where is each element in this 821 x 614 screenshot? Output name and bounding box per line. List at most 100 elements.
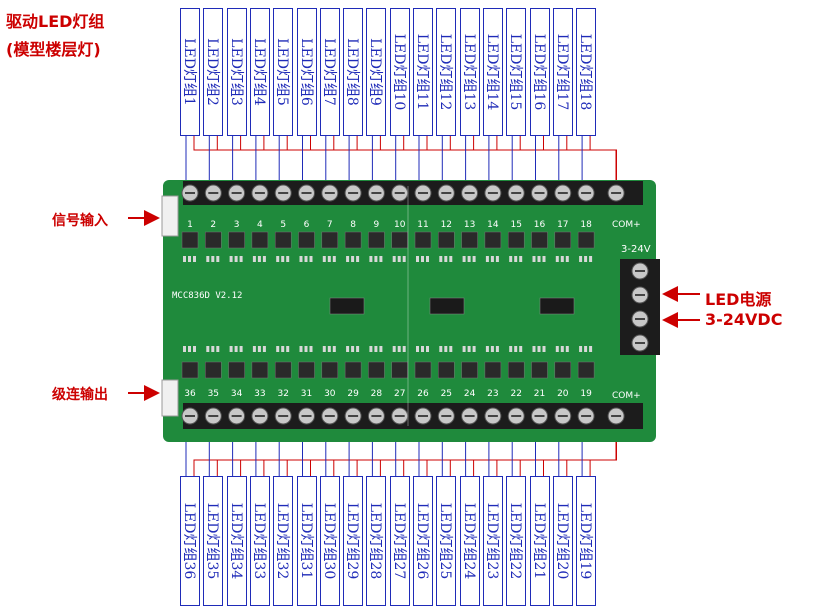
- top-terminal-screw: [484, 184, 502, 202]
- smd-part: [346, 346, 350, 352]
- smd-part: [276, 346, 280, 352]
- top-group-label-8: LED灯组8: [343, 8, 364, 136]
- top-group-label-10: LED灯组10: [389, 8, 410, 136]
- top-terminal-screw: [321, 184, 339, 202]
- bottom-group-label-text: LED灯组28: [367, 502, 384, 580]
- top-terminal-screw: [531, 184, 548, 202]
- smd-part: [485, 346, 489, 352]
- bottom-group-label-text: LED灯组36: [181, 502, 197, 580]
- bottom-group-label-text: LED灯组33: [250, 502, 267, 580]
- top-terminal-screw: [228, 184, 246, 202]
- mosfet-bottom: [251, 361, 269, 379]
- smd-part: [262, 256, 266, 262]
- board-voltage-mark: 3-24V: [621, 244, 651, 255]
- smd-part: [509, 346, 513, 352]
- top-group-label-text: LED灯组4: [250, 38, 267, 106]
- bottom-group-label-text: LED灯组25: [437, 502, 454, 580]
- bottom-group-label-14: LED灯组23: [482, 476, 503, 606]
- top-group-label-7: LED灯组7: [319, 8, 340, 136]
- bottom-channel-number: 20: [557, 389, 569, 399]
- top-terminal-screw: [577, 184, 595, 202]
- smd-part: [257, 256, 261, 262]
- top-group-label-2: LED灯组2: [203, 8, 224, 136]
- title-line-1: 驱动LED灯组: [6, 12, 105, 31]
- top-group-label-text: LED灯组1: [181, 38, 197, 106]
- mosfet-bottom: [274, 361, 292, 379]
- bottom-group-label-7: LED灯组30: [319, 476, 340, 606]
- bottom-terminal-screw: [577, 407, 595, 425]
- mosfet-top: [181, 231, 199, 249]
- bottom-group-label-text: LED灯组30: [320, 502, 337, 580]
- smd-part: [467, 346, 471, 352]
- top-group-label-4: LED灯组4: [249, 8, 270, 136]
- top-group-label-5: LED灯组5: [273, 8, 294, 136]
- smd-part: [281, 346, 285, 352]
- smd-part: [262, 346, 266, 352]
- mosfet-bottom: [438, 361, 455, 379]
- top-group-label-6: LED灯组6: [296, 8, 317, 136]
- wiring-group: [185, 136, 617, 476]
- mosfet-top: [205, 231, 222, 249]
- smd-part: [216, 256, 220, 262]
- top-group-label-text: LED灯组5: [274, 38, 291, 106]
- smd-part: [444, 256, 448, 262]
- top-group-label-text: LED灯组11: [414, 33, 430, 111]
- bottom-terminal-screw: [461, 407, 479, 425]
- smd-part: [490, 346, 494, 352]
- smd-part: [462, 346, 466, 352]
- mosfet-top: [507, 231, 525, 249]
- smd-part: [193, 256, 196, 262]
- top-terminal-screw: [461, 184, 479, 202]
- smd-part: [374, 256, 378, 262]
- top-group-label-text: LED灯组2: [204, 38, 221, 106]
- smd-part: [299, 346, 303, 352]
- top-group-label-18: LED灯组18: [576, 8, 597, 136]
- top-group-label-text: LED灯组12: [437, 33, 454, 111]
- mosfet-bottom: [181, 361, 199, 379]
- smd-part: [332, 256, 336, 262]
- smd-part: [397, 256, 401, 262]
- bottom-com-screw: [607, 407, 625, 425]
- smd-part: [532, 256, 536, 262]
- top-wire-red: [240, 136, 617, 183]
- top-group-label-text: LED灯组3: [227, 38, 244, 106]
- mosfet-top: [461, 231, 478, 249]
- top-wire-red: [193, 136, 617, 183]
- smd-part: [509, 256, 513, 262]
- top-wire-red: [310, 136, 617, 183]
- bottom-channel-number: 30: [324, 389, 336, 399]
- bottom-channel-number: 29: [347, 389, 359, 399]
- mosfet-bottom: [298, 361, 315, 379]
- bottom-group-label-13: LED灯组24: [459, 476, 480, 606]
- top-wire-red: [333, 136, 617, 183]
- smd-part: [229, 346, 233, 352]
- bottom-channel-number: 27: [394, 389, 405, 399]
- bottom-channel-number: 36: [184, 389, 196, 399]
- bottom-channel-number: 25: [441, 389, 452, 399]
- smd-part: [206, 346, 210, 352]
- board-model-text: MCC836D V2.12: [172, 291, 242, 301]
- mosfet-bottom: [205, 361, 222, 379]
- mosfet-top: [274, 231, 292, 249]
- bottom-terminal-screw: [181, 407, 199, 425]
- top-channel-number: 6: [304, 220, 310, 230]
- smd-part: [426, 256, 429, 262]
- bottom-group-label-16: LED灯组21: [529, 476, 550, 606]
- top-channel-number: 1: [187, 220, 193, 230]
- smd-part: [351, 346, 355, 352]
- smd-part: [565, 346, 569, 352]
- top-channel-number: 5: [280, 220, 286, 230]
- top-group-label-17: LED灯组17: [552, 8, 573, 136]
- top-wire-red: [473, 136, 617, 183]
- smd-part: [281, 256, 285, 262]
- mosfet-bottom: [507, 361, 525, 379]
- smd-part: [519, 256, 523, 262]
- bottom-group-label-11: LED灯组26: [413, 476, 433, 606]
- smd-part: [304, 346, 308, 352]
- smd-part: [584, 346, 588, 352]
- title-line-2: (模型楼层灯): [6, 40, 101, 59]
- top-wire-red: [426, 136, 617, 183]
- mosfet-bottom: [531, 361, 548, 379]
- bottom-group-label-text: LED灯组23: [483, 502, 500, 580]
